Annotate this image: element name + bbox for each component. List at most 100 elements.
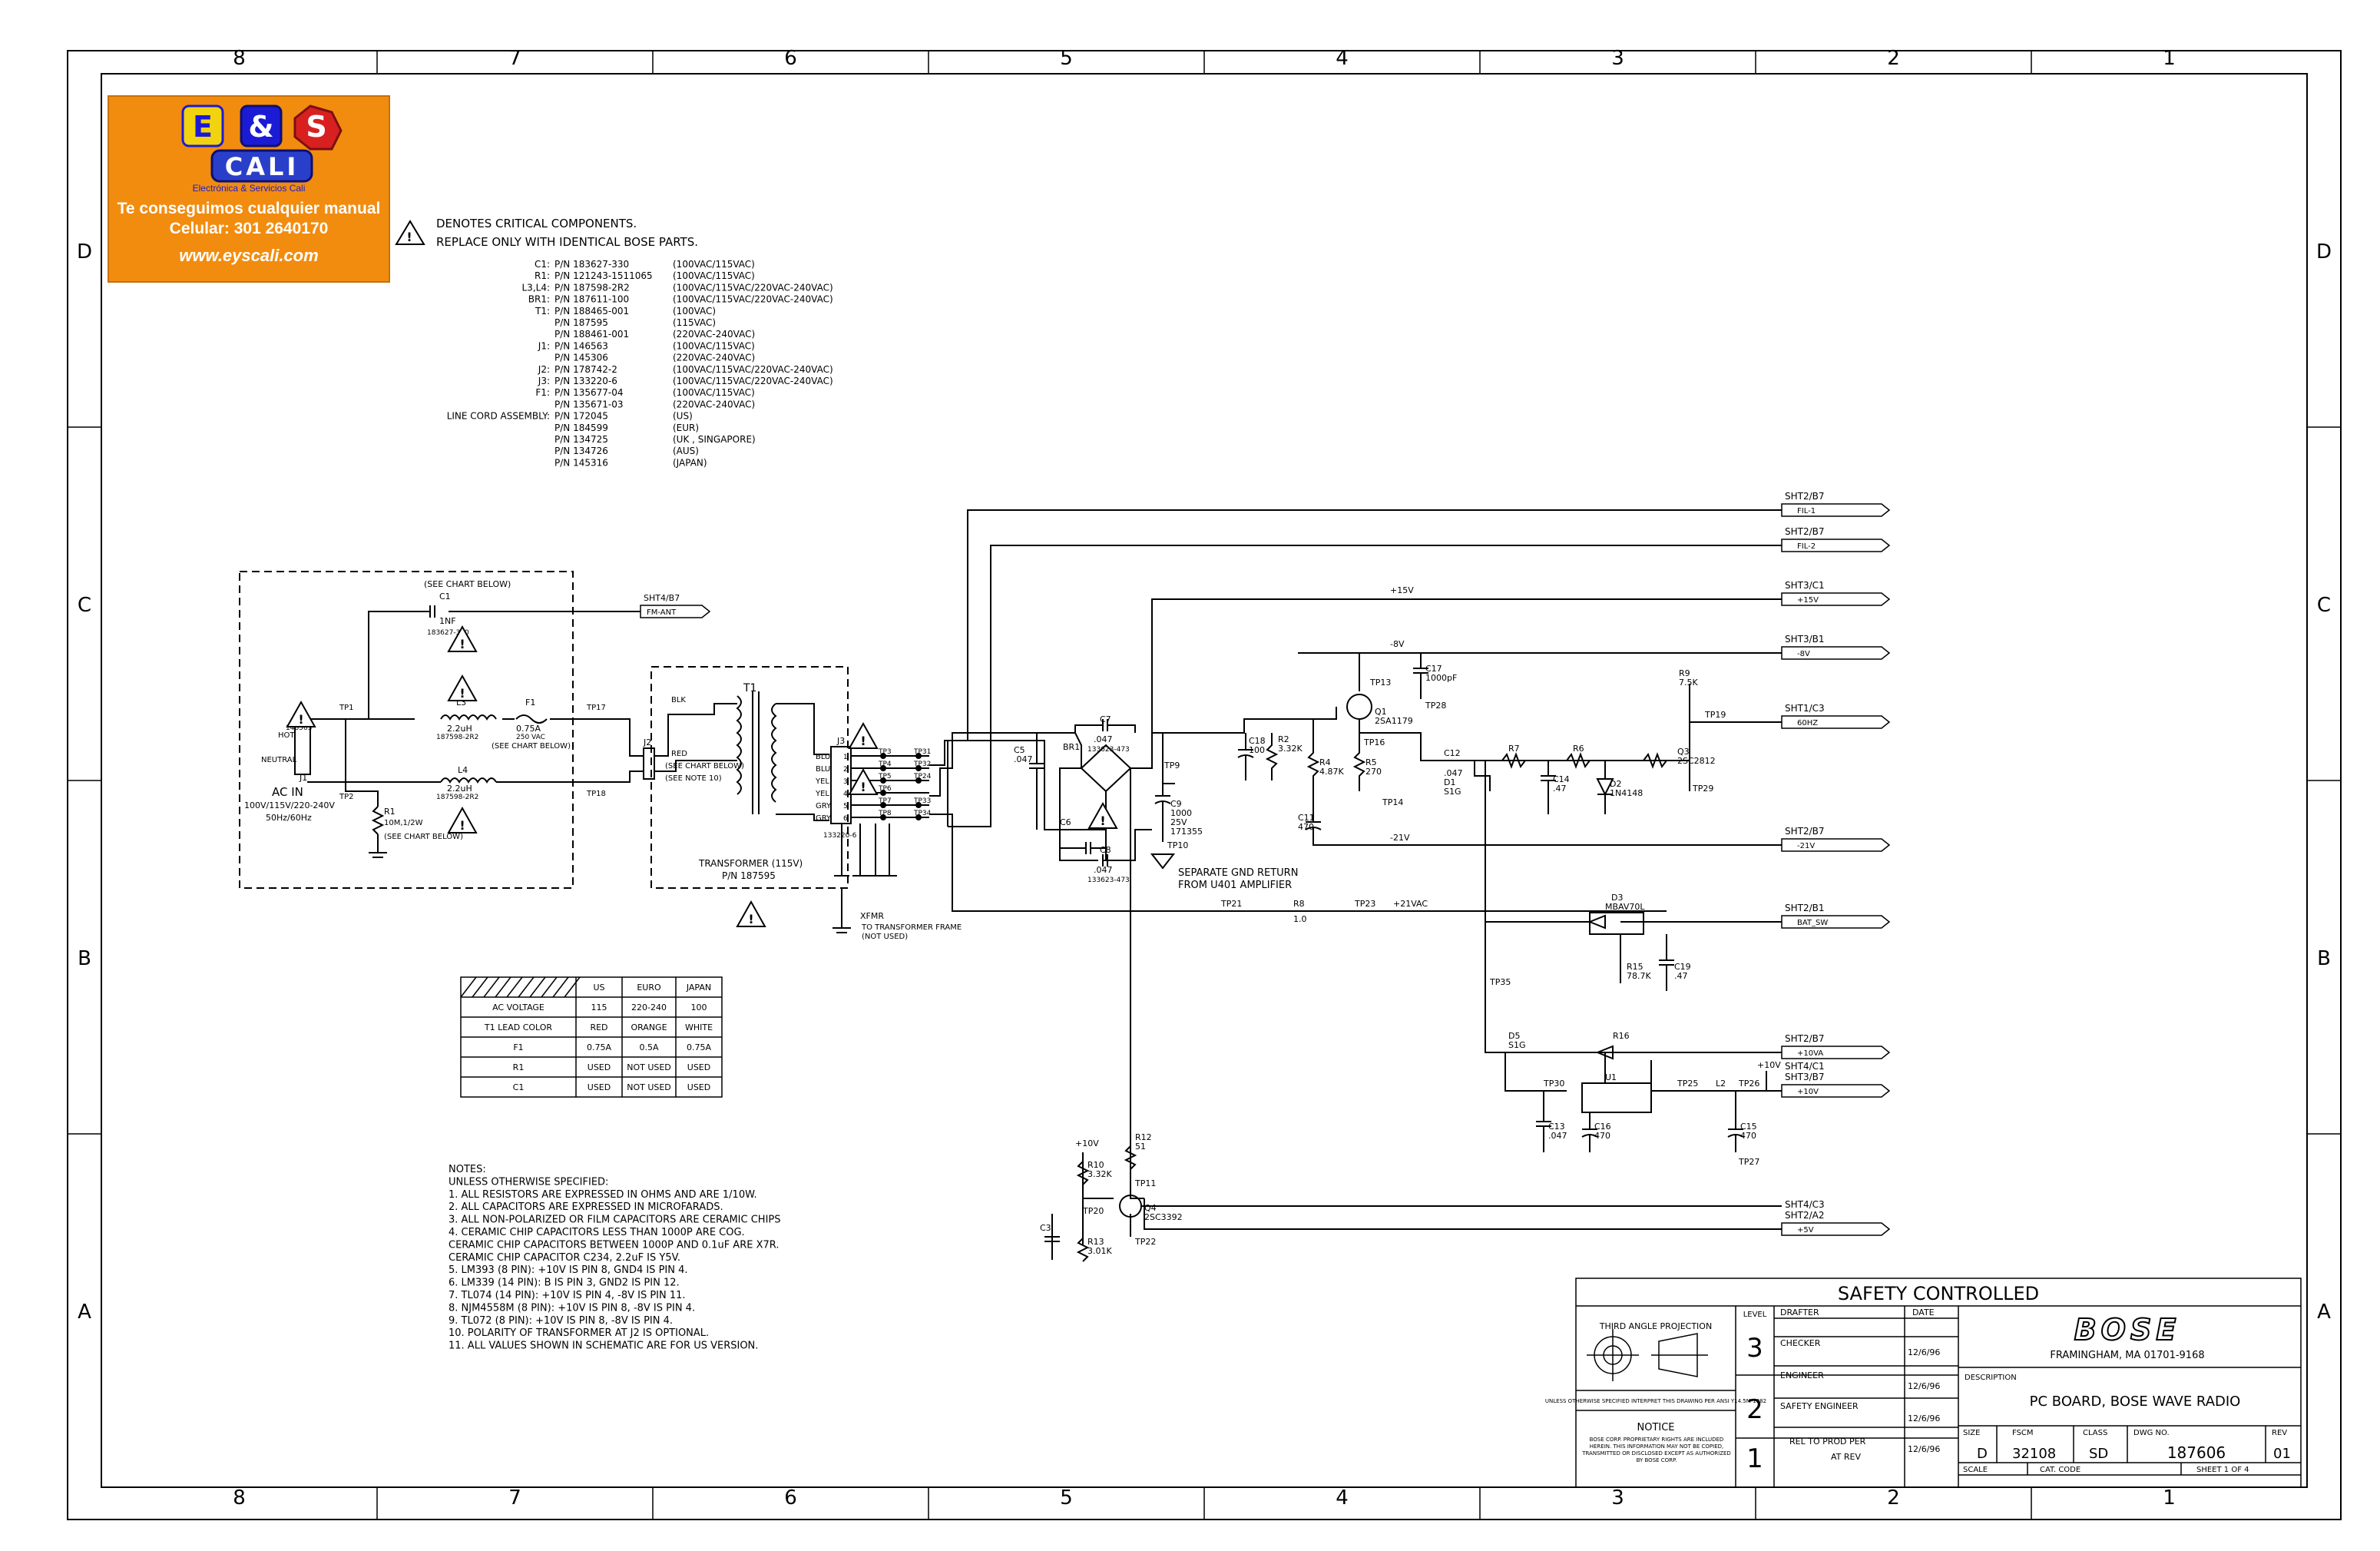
j3-pn: 133220-6 <box>823 832 857 840</box>
critical-pn: P/N 121243-1511065 <box>554 270 653 281</box>
c9-value: 1000 <box>1170 808 1192 818</box>
transformer-box <box>650 666 849 889</box>
test-point-dot <box>915 765 922 771</box>
plus15v-node: +15V <box>1390 585 1414 595</box>
chart-cell: 220-240 <box>631 1003 667 1012</box>
f1-note: (SEE CHART BELOW) <box>492 742 571 751</box>
level-1: 1 <box>1746 1443 1763 1474</box>
test-point-label: TP31 <box>913 748 931 756</box>
c6-label: C6 <box>1060 817 1071 827</box>
offpage-ref: SHT3/B1 <box>1785 634 1825 645</box>
warning-triangle-icon <box>447 674 478 701</box>
class-value: SD <box>2089 1446 2108 1462</box>
checker-label: CHECKER <box>1780 1338 1821 1348</box>
j3-pin-number: 6 <box>843 815 848 823</box>
separate-gnd-label: SEPARATE GND RETURN <box>1178 867 1298 879</box>
svg-text:!: ! <box>459 637 465 651</box>
warning-triangle-icon <box>395 220 425 245</box>
column-label: 1 <box>2163 1486 2176 1510</box>
critical-ref: C1: <box>535 259 550 270</box>
column-label: 6 <box>784 47 797 70</box>
red-label: RED <box>671 750 687 758</box>
t1-label: T1 <box>743 682 756 694</box>
critical-line2: REPLACE ONLY WITH IDENTICAL BOSE PARTS. <box>436 235 698 249</box>
column-label: 4 <box>1336 47 1349 70</box>
critical-ref: LINE CORD ASSEMBLY: <box>447 411 550 422</box>
description-label: DESCRIPTION <box>1965 1374 2017 1382</box>
test-point-dot <box>880 753 886 759</box>
d3-type: MBAV70L <box>1605 902 1645 912</box>
c1-pn: 183627-330 <box>427 629 469 637</box>
critical-ref: BR1: <box>528 294 550 305</box>
critical-pn: P/N 178742-2 <box>554 364 617 375</box>
c16-label: C16 <box>1594 1122 1611 1132</box>
eyscali-ad-banner: E & S CALI Electrónica & Servicios Cali … <box>108 95 390 283</box>
input-filter-box <box>239 571 574 889</box>
tp26-label: TP26 <box>1738 1079 1759 1089</box>
blk-label: BLK <box>671 696 686 704</box>
tp25-label: TP25 <box>1677 1079 1698 1089</box>
svg-text:!: ! <box>860 734 866 748</box>
chart-cell: C1 <box>513 1082 525 1092</box>
c1-value: 1NF <box>439 616 456 626</box>
projection-label: THIRD ANGLE PROJECTION <box>1599 1321 1712 1331</box>
u1-label: U1 <box>1605 1072 1617 1082</box>
offpage-ref: SHT4/C3 <box>1785 1199 1825 1210</box>
date-label: DATE <box>1912 1307 1935 1317</box>
q4-label: Q4 <box>1144 1203 1157 1213</box>
offpage-ref: SHT2/A2 <box>1785 1210 1825 1221</box>
j3-pin-color: GRY <box>816 802 832 810</box>
test-point-dot <box>880 790 886 796</box>
test-point-label: TP6 <box>878 785 892 793</box>
tolerance-note: UNLESS OTHERWISE SPECIFIED INTERPRET THI… <box>1545 1398 1766 1404</box>
ad-website[interactable]: www.eyscali.com <box>179 246 319 265</box>
l4-pn: 187598-2R2 <box>436 794 478 801</box>
r6-label: R6 <box>1573 744 1584 754</box>
plus10v-tap: +10V <box>1757 1060 1781 1070</box>
d5-label: D5 <box>1508 1031 1520 1041</box>
offpage-connector <box>1781 1222 1891 1236</box>
f1-label: F1 <box>525 698 535 708</box>
tp14-label: TP14 <box>1382 797 1403 807</box>
row-label: A <box>2317 1301 2331 1324</box>
critical-variant: (100VAC/115VAC/220VAC-240VAC) <box>673 282 833 293</box>
test-point-dot <box>915 753 922 759</box>
ad-subtitle: Electrónica & Servicios Cali <box>192 183 306 194</box>
l3-pn: 187598-2R2 <box>436 734 478 741</box>
critical-variant: (100VAC/115VAC/220VAC-240VAC) <box>673 376 833 386</box>
row-label: B <box>78 947 91 970</box>
c12-label: C12 <box>1444 748 1461 758</box>
date-safety: 12/6/96 <box>1908 1413 1940 1423</box>
r10-value: 3.32K <box>1087 1169 1112 1179</box>
test-point-label: TP34 <box>913 810 932 817</box>
note-line: 5. LM393 (8 PIN): +10V IS PIN 8, GND4 IS… <box>449 1264 688 1276</box>
at-rev-label: AT REV <box>1831 1452 1861 1462</box>
critical-ref: J1: <box>538 340 550 351</box>
r4-label: R4 <box>1319 757 1331 767</box>
bose-address: FRAMINGHAM, MA 01701-9168 <box>2050 1350 2204 1361</box>
j3-pin-number: 3 <box>843 778 848 786</box>
critical-ref: J3: <box>538 376 550 386</box>
c9-rating: 25V <box>1170 817 1187 827</box>
r8-value: 1.0 <box>1293 914 1307 924</box>
c7-value: .047 <box>1094 734 1113 744</box>
ad-line1: Te conseguimos cualquier manual <box>117 200 381 217</box>
column-label: 2 <box>1887 1486 1900 1510</box>
tp27-label: TP27 <box>1738 1157 1759 1167</box>
c11-value: 470 <box>1298 822 1314 832</box>
c12-value: .047 <box>1444 768 1463 778</box>
xfmr-note1: TO TRANSFORMER FRAME <box>861 923 962 932</box>
critical-pn: P/N 134726 <box>554 446 608 456</box>
r7-label: R7 <box>1508 744 1520 754</box>
chart-cell: 100 <box>691 1003 707 1012</box>
chart-cell: F1 <box>513 1042 523 1052</box>
row-label: D <box>2316 240 2332 263</box>
critical-pn: P/N 145306 <box>554 353 608 363</box>
critical-variant: (100VAC/115VAC) <box>673 340 755 351</box>
r13-value: 3.01K <box>1087 1246 1112 1256</box>
critical-pn: P/N 135677-04 <box>554 387 623 398</box>
level-3: 3 <box>1746 1333 1763 1364</box>
rel-to-prod-label: REL TO PROD PER <box>1789 1437 1866 1447</box>
drafter-label: DRAFTER <box>1780 1307 1819 1317</box>
svg-text:!: ! <box>860 780 866 794</box>
